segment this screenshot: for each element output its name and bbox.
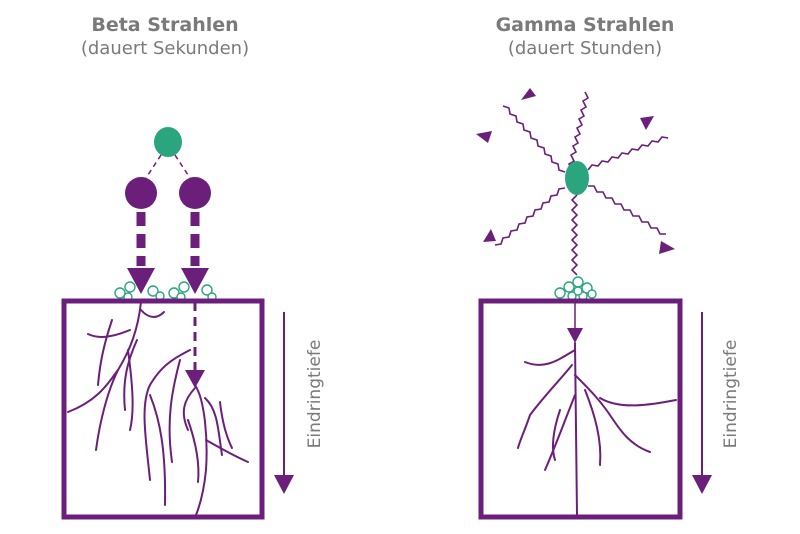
beta-split-line-left [145, 154, 162, 179]
beta-particle-right [179, 177, 211, 209]
gamma-tissue-box [478, 298, 683, 520]
beta-subtitle: (dauert Sekunden) [80, 38, 250, 59]
gamma-ray-arrowhead-downright [659, 241, 675, 254]
gamma-ray-arrowhead-upleft [476, 131, 492, 143]
gamma-subtitle: (dauert Stunden) [507, 38, 663, 59]
gamma-title: Gamma Strahlen [495, 14, 675, 36]
gamma-rays [494, 91, 669, 276]
beta-panel [61, 127, 294, 520]
beta-tissue-box [61, 298, 265, 520]
gamma-surface-bubbles [554, 276, 597, 301]
gamma-source-nucleus [565, 161, 589, 195]
gamma-depth-label: Eindringtiefe [721, 339, 741, 449]
beta-surface-bubbles [114, 281, 217, 302]
beta-panel-title: Beta Strahlen (dauert Sekunden) [30, 14, 300, 59]
gamma-penetration-arrowhead [567, 328, 583, 343]
beta-depth-label: Eindringtiefe [305, 339, 325, 449]
gamma-ray-arrowhead-downleft [483, 229, 496, 242]
gamma-panel-title: Gamma Strahlen (dauert Stunden) [450, 14, 720, 59]
beta-particle-left [125, 177, 157, 209]
beta-source-nucleus [154, 127, 182, 157]
gamma-panel [476, 88, 712, 520]
beta-title: Beta Strahlen [91, 14, 239, 36]
beta-arrowhead-right [181, 268, 209, 294]
gamma-ray-arrowhead-up [521, 88, 536, 100]
beta-arrowhead-left [127, 268, 155, 294]
gamma-ray-arrowhead-upright [640, 116, 654, 130]
beta-penetration-arrowhead [185, 370, 205, 388]
beta-split-line-right [174, 154, 191, 179]
beta-depth-arrowhead [274, 475, 294, 494]
gamma-branches [517, 342, 677, 516]
gamma-depth-arrowhead [692, 475, 712, 494]
beta-branches [67, 301, 249, 516]
